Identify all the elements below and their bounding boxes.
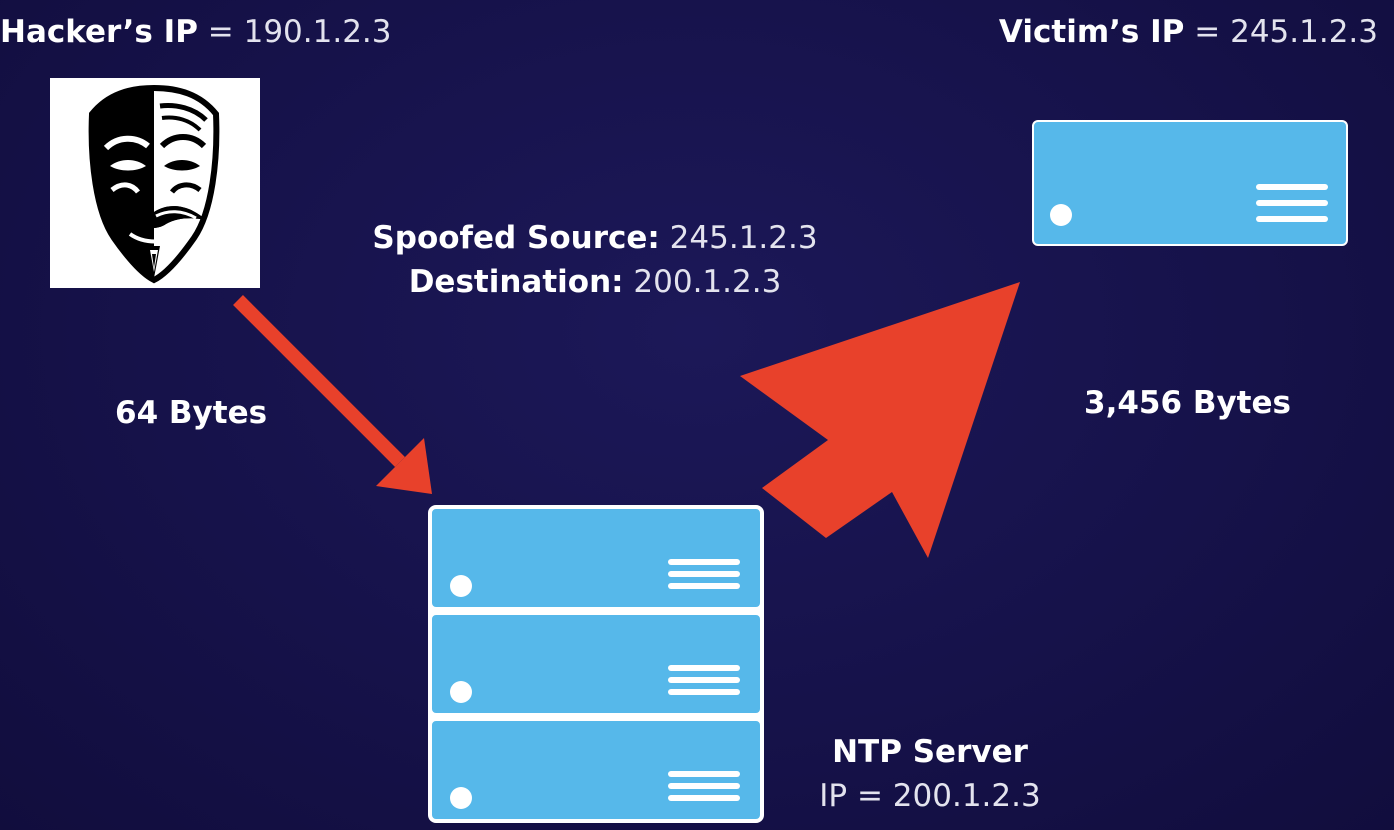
ntp-server-title: NTP Server [832, 734, 1028, 770]
server-vent [668, 571, 740, 577]
server-vent [668, 795, 740, 801]
server-led [450, 681, 472, 703]
server-vent [668, 583, 740, 589]
ntp-server-info: NTP Server IP = 200.1.2.3 [819, 730, 1040, 818]
request-size-label: 64 Bytes [115, 395, 268, 431]
victim-ip-title: Victim’s IP [998, 14, 1185, 50]
server-vent [668, 783, 740, 789]
victim-ip-label: Victim’s IP = 245.1.2.3 [999, 17, 1378, 48]
server-rack-icon [428, 505, 764, 823]
server-vent [1256, 184, 1328, 190]
server-led [1050, 204, 1072, 226]
server-vent [668, 677, 740, 683]
mask-svg [88, 84, 220, 284]
packet-info: Spoofed Source: 245.1.2.3 Destination: 2… [372, 216, 817, 304]
response-arrow-icon [740, 282, 1020, 558]
server-unit-2 [430, 613, 762, 715]
server-led [450, 787, 472, 809]
response-size-label: 3,456 Bytes [1084, 385, 1291, 421]
hacker-ip-label: Hacker’s IP = 190.1.2.3 [0, 17, 392, 48]
anonymous-mask-icon [50, 78, 260, 288]
server-vent [668, 771, 740, 777]
destination-line: Destination: 200.1.2.3 [372, 260, 817, 304]
ntp-server-ip: IP = 200.1.2.3 [819, 778, 1041, 814]
request-arrow-icon [233, 295, 432, 494]
spoofed-source-value: 245.1.2.3 [669, 220, 818, 256]
server-vent [668, 665, 740, 671]
server-led [450, 575, 472, 597]
victim-ip-value: = 245.1.2.3 [1194, 14, 1378, 50]
destination-value: 200.1.2.3 [633, 264, 782, 300]
victim-server-icon [1032, 120, 1348, 246]
destination-label: Destination: [408, 264, 624, 300]
server-vent [668, 689, 740, 695]
server-unit-1 [430, 507, 762, 609]
spoofed-source-line: Spoofed Source: 245.1.2.3 [372, 216, 817, 260]
spoofed-source-label: Spoofed Source: [372, 220, 660, 256]
hacker-ip-value: = 190.1.2.3 [207, 14, 392, 50]
server-vent [1256, 216, 1328, 222]
server-vent [668, 559, 740, 565]
server-vent [1256, 200, 1328, 206]
server-unit-3 [430, 719, 762, 821]
hacker-ip-title: Hacker’s IP [0, 14, 198, 50]
